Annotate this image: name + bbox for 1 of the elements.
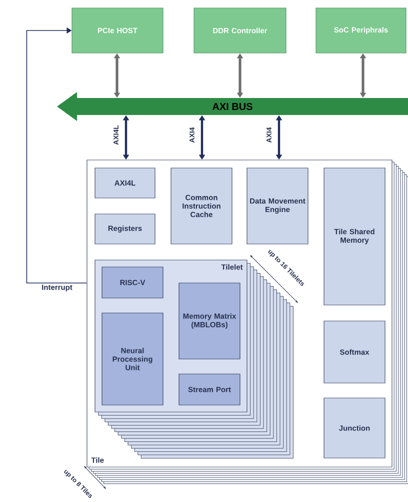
connector-arrow	[26, 27, 88, 284]
